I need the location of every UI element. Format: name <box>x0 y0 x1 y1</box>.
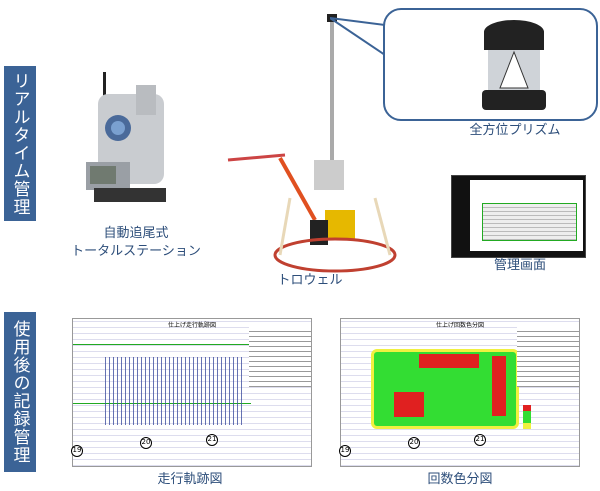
management-screen-image <box>451 175 586 258</box>
caption-prism: 全方位プリズム <box>469 123 561 138</box>
caption-total-station-line1: 自動追尾式 <box>103 226 169 241</box>
trowel-image <box>227 14 397 273</box>
prism-image <box>482 20 546 110</box>
grid-marker: 21 <box>474 434 486 446</box>
track-lines <box>105 357 245 425</box>
prism-callout <box>383 8 598 121</box>
caption-trowel: トロウェル <box>277 273 343 288</box>
side-label-after-use: 使用後の記録管理 <box>4 312 36 472</box>
count-color-document: 仕上げ回数色分図 19 20 21 <box>339 318 580 467</box>
callout-pointer <box>330 17 386 57</box>
caption-total-station-line2: トータルステーション <box>71 244 201 259</box>
side-label-realtime: リアルタイム管理 <box>4 66 36 221</box>
grid-marker: 19 <box>71 445 83 457</box>
doc-title: 仕上げ回数色分図 <box>436 322 485 329</box>
grid-marker: 19 <box>339 445 351 457</box>
doc-title: 仕上げ走行軌跡図 <box>168 322 217 329</box>
caption-count-color: 回数色分図 <box>427 472 493 487</box>
caption-management-screen: 管理画面 <box>493 258 546 273</box>
grid-marker: 20 <box>140 437 152 449</box>
grid-marker: 21 <box>206 434 218 446</box>
caption-travel-track: 走行軌跡図 <box>157 472 223 487</box>
grid-marker: 20 <box>408 437 420 449</box>
count-heatmap <box>371 349 519 429</box>
total-station-image <box>86 72 166 202</box>
travel-track-document: 仕上げ走行軌跡図 19 20 21 <box>71 318 312 467</box>
color-legend <box>523 405 531 429</box>
